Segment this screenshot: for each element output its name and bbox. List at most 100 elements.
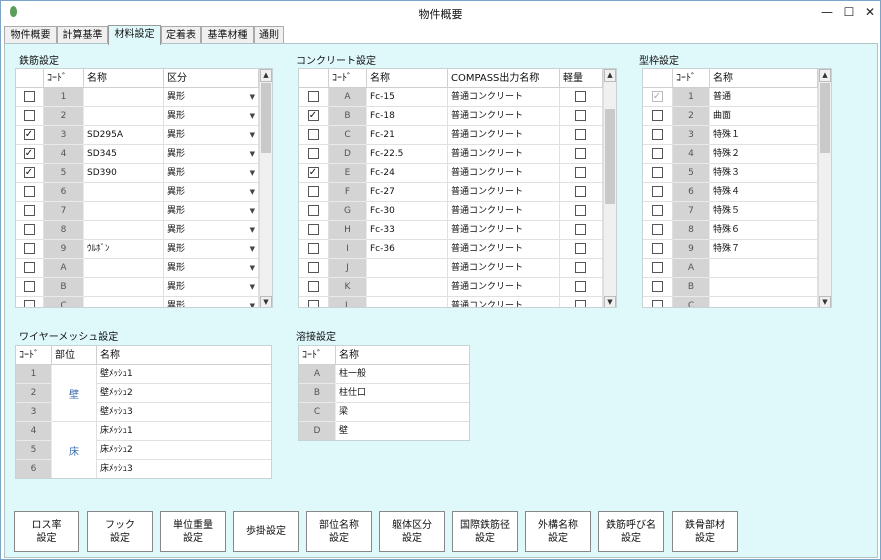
name-cell[interactable]: 梁 [336,403,469,422]
name-cell[interactable]: Fc-36 [367,240,448,259]
minimize-button[interactable]: — [821,5,833,19]
name-cell[interactable]: 柱一般 [336,365,469,384]
chevron-down-icon[interactable]: ▼ [249,245,255,253]
name-cell[interactable] [367,259,448,278]
name-cell[interactable] [84,88,164,107]
rebar-checkbox[interactable] [23,110,35,121]
lightweight-checkbox[interactable] [575,205,586,216]
concrete-checkbox[interactable] [307,186,319,197]
rebar-checkbox[interactable] [23,300,35,307]
lightweight-checkbox[interactable] [575,262,586,273]
concrete-checkbox[interactable] [307,91,319,102]
compass-name-cell[interactable]: 普通コンクリート [448,278,560,297]
name-cell[interactable]: 普通 [710,88,818,107]
scroll-down-arrow-icon[interactable]: ▼ [604,296,616,307]
name-cell[interactable]: 壁ﾒｯｼｭ2 [97,384,271,403]
rebar-checkbox[interactable]: ✓ [23,167,35,178]
chevron-down-icon[interactable]: ▼ [249,264,255,272]
rebar-checkbox[interactable] [23,243,35,254]
lightweight-checkbox[interactable] [575,148,586,159]
kubun-dropdown[interactable]: 異形▼ [164,278,259,297]
name-cell[interactable]: Fc-15 [367,88,448,107]
kubun-dropdown[interactable]: 異形▼ [164,240,259,259]
name-cell[interactable]: 床ﾒｯｼｭ2 [97,441,271,460]
name-cell[interactable]: 曲面 [710,107,818,126]
name-cell[interactable]: 壁ﾒｯｼｭ3 [97,403,271,422]
name-cell[interactable]: 特殊２ [710,145,818,164]
concrete-checkbox[interactable] [307,224,319,235]
name-cell[interactable] [367,278,448,297]
maximize-button[interactable]: ☐ [843,5,855,19]
name-cell[interactable]: 特殊３ [710,164,818,183]
name-cell[interactable] [367,297,448,307]
scroll-thumb[interactable] [605,109,615,204]
chevron-down-icon[interactable]: ▼ [249,302,255,308]
lightweight-checkbox[interactable] [575,281,586,292]
chevron-down-icon[interactable]: ▼ [249,131,255,139]
formwork-scrollbar[interactable]: ▲▼ [818,69,831,307]
name-cell[interactable] [84,297,164,307]
name-cell[interactable] [84,259,164,278]
chevron-down-icon[interactable]: ▼ [249,226,255,234]
lightweight-checkbox[interactable] [575,129,586,140]
labor-rate-settings-button[interactable]: 歩掛設定 [233,511,299,552]
name-cell[interactable]: 柱仕口 [336,384,469,403]
compass-name-cell[interactable]: 普通コンクリート [448,145,560,164]
concrete-checkbox[interactable]: ✓ [307,110,319,121]
name-cell[interactable]: 床ﾒｯｼｭ3 [97,460,271,478]
lightweight-checkbox[interactable] [575,243,586,254]
close-button[interactable]: ✕ [864,5,876,19]
name-cell[interactable] [84,221,164,240]
compass-name-cell[interactable]: 普通コンクリート [448,107,560,126]
name-cell[interactable]: ｳﾙﾎﾞﾝ [84,240,164,259]
name-cell[interactable]: Fc-27 [367,183,448,202]
kubun-dropdown[interactable]: 異形▼ [164,107,259,126]
name-cell[interactable] [710,259,818,278]
tab-zairyou-settei[interactable]: 材料設定 [108,25,161,45]
kubun-dropdown[interactable]: 異形▼ [164,259,259,278]
compass-name-cell[interactable]: 普通コンクリート [448,126,560,145]
scroll-thumb[interactable] [820,83,830,153]
rebar-checkbox[interactable] [23,224,35,235]
kubun-dropdown[interactable]: 異形▼ [164,183,259,202]
formwork-checkbox[interactable] [651,110,663,121]
rebar-checkbox[interactable] [23,262,35,273]
lightweight-checkbox[interactable] [575,224,586,235]
tab-kijun-zaishu[interactable]: 基準材種 [201,26,254,44]
lightweight-checkbox[interactable] [575,91,586,102]
lightweight-checkbox[interactable] [575,186,586,197]
name-cell[interactable]: SD345 [84,145,164,164]
concrete-checkbox[interactable] [307,205,319,216]
formwork-checkbox[interactable] [651,281,663,292]
tab-bukken-gaiyou[interactable]: 物件概要 [4,26,57,44]
name-cell[interactable]: Fc-21 [367,126,448,145]
kubun-dropdown[interactable]: 異形▼ [164,126,259,145]
chevron-down-icon[interactable]: ▼ [249,150,255,158]
formwork-checkbox[interactable] [651,300,663,307]
compass-name-cell[interactable]: 普通コンクリート [448,164,560,183]
formwork-checkbox[interactable] [651,224,663,235]
tab-keisan-kijun[interactable]: 計算基準 [57,26,108,44]
lightweight-checkbox[interactable] [575,300,586,307]
rebar-nominal-settings-button[interactable]: 鉄筋呼び名 設定 [598,511,664,552]
name-cell[interactable]: 床ﾒｯｼｭ1 [97,422,271,441]
concrete-scrollbar[interactable]: ▲▼ [603,69,616,307]
structure-division-settings-button[interactable]: 躯体区分 設定 [379,511,445,552]
compass-name-cell[interactable]: 普通コンクリート [448,240,560,259]
rebar-checkbox[interactable] [23,91,35,102]
chevron-down-icon[interactable]: ▼ [249,112,255,120]
concrete-checkbox[interactable] [307,300,319,307]
compass-name-cell[interactable]: 普通コンクリート [448,297,560,307]
formwork-checkbox[interactable] [651,186,663,197]
formwork-checkbox[interactable] [651,262,663,273]
scroll-up-arrow-icon[interactable]: ▲ [260,69,272,82]
rebar-scrollbar[interactable]: ▲▼ [259,69,272,307]
name-cell[interactable]: Fc-22.5 [367,145,448,164]
kubun-dropdown[interactable]: 異形▼ [164,145,259,164]
name-cell[interactable]: Fc-30 [367,202,448,221]
rebar-checkbox[interactable]: ✓ [23,148,35,159]
compass-name-cell[interactable]: 普通コンクリート [448,183,560,202]
compass-name-cell[interactable]: 普通コンクリート [448,221,560,240]
compass-name-cell[interactable]: 普通コンクリート [448,259,560,278]
name-cell[interactable]: 特殊６ [710,221,818,240]
